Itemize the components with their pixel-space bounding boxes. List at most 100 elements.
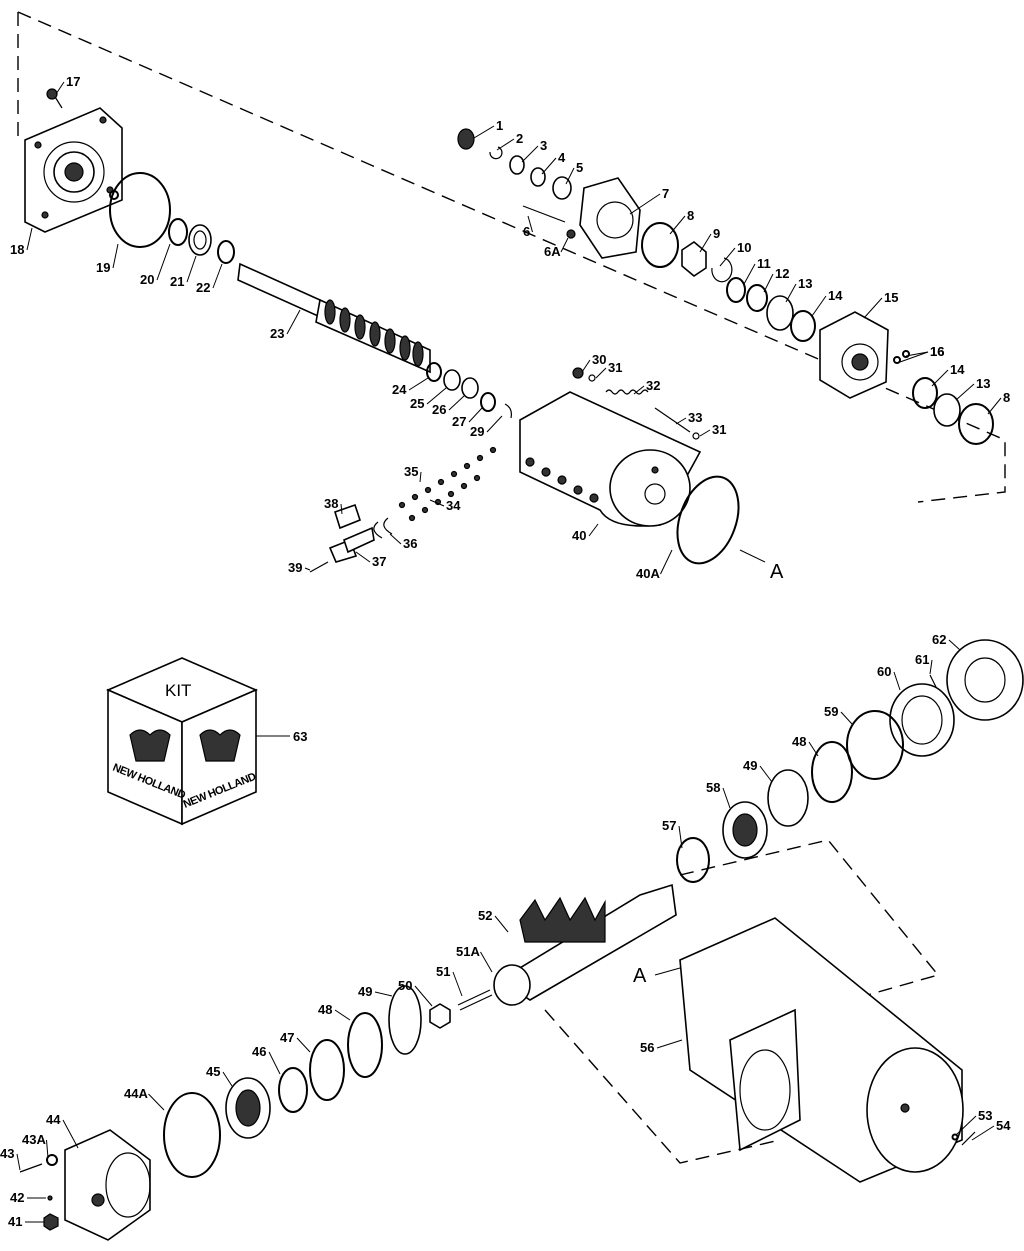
washer-part-31-b[interactable]: [692, 432, 700, 440]
needle-bearing-part-45[interactable]: [225, 1077, 271, 1139]
callout-label-c22: 22: [196, 280, 210, 295]
o-ring-part-16-b[interactable]: [902, 350, 910, 358]
retainer-part-36[interactable]: [373, 517, 393, 539]
stud-part-51[interactable]: [457, 989, 493, 1011]
bearing-part-25[interactable]: [443, 369, 461, 391]
snap-ring-part-29[interactable]: [504, 403, 512, 419]
ring-part-22[interactable]: [217, 240, 235, 264]
callout-leader-c44: [62, 1119, 79, 1149]
snap-ring-part-48-b[interactable]: [347, 1012, 383, 1078]
bolt-part-43[interactable]: [19, 1163, 43, 1173]
ring-part-4[interactable]: [530, 167, 546, 187]
valve-housing-part-15[interactable]: [819, 311, 889, 399]
o-ring-part-8[interactable]: [641, 222, 679, 268]
upper-assembly-boundary: [17, 11, 1006, 503]
callout-leader-c43: [16, 1153, 21, 1171]
callout-label-c41: 41: [8, 1214, 22, 1229]
callout-leader-c51: [452, 971, 463, 997]
washer-part-31[interactable]: [588, 374, 596, 382]
race-part-49[interactable]: [767, 769, 809, 827]
callout-leader-c61: [929, 659, 933, 675]
callout-label-c48b: 48: [792, 734, 806, 749]
ring-part-12[interactable]: [746, 284, 768, 312]
callout-label-c30: 30: [592, 352, 606, 367]
callout-leader-c32: [633, 385, 645, 395]
ring-part-47[interactable]: [309, 1039, 345, 1101]
callout-label-c31a: 31: [608, 360, 622, 375]
end-cover-plate-part-18[interactable]: [24, 107, 123, 233]
callout-label-c21: 21: [170, 274, 184, 289]
nut-part-41[interactable]: [43, 1213, 59, 1231]
ball-nut-part-40[interactable]: [519, 391, 702, 527]
callout-label-c15: 15: [884, 290, 898, 305]
callout-label-c39: 39: [288, 560, 302, 575]
bearing-part-26[interactable]: [461, 377, 479, 399]
callout-leader-c52: [494, 915, 509, 933]
o-ring-part-8-b[interactable]: [958, 403, 994, 445]
callout-leader-c36: [389, 533, 402, 545]
callout-leader-c43a: [46, 1139, 49, 1159]
washer-part-43a[interactable]: [46, 1154, 58, 1166]
washer-part-14[interactable]: [790, 310, 816, 342]
nut-part-9[interactable]: [681, 241, 707, 277]
callout-label-c6a: 6A: [544, 244, 561, 259]
o-ring-part-57[interactable]: [676, 837, 710, 883]
sector-shaft-part-52[interactable]: [493, 883, 677, 1006]
spring-part-32[interactable]: [605, 389, 649, 395]
callout-label-c42: 42: [10, 1190, 24, 1205]
bolt-part-17[interactable]: [46, 88, 63, 109]
plug-part-42[interactable]: [47, 1195, 53, 1201]
balls-part-34-35[interactable]: [398, 446, 497, 522]
bearing-part-21[interactable]: [188, 224, 212, 256]
lock-ring-part-10[interactable]: [711, 257, 733, 283]
callout-label-c51: 51: [436, 964, 450, 979]
screw-part-30[interactable]: [572, 367, 584, 379]
washer-part-53[interactable]: [951, 1133, 959, 1141]
nut-part-50[interactable]: [429, 1003, 451, 1029]
callout-label-c40a: 40A: [636, 566, 660, 581]
bearing-part-13[interactable]: [766, 295, 794, 331]
callout-leader-c60: [893, 671, 901, 691]
clamp-part-37[interactable]: [343, 526, 375, 554]
ring-part-27[interactable]: [480, 392, 496, 412]
housing-part-7[interactable]: [579, 177, 641, 259]
nut-part-6a[interactable]: [566, 229, 576, 239]
screw-part-39[interactable]: [309, 561, 329, 573]
bolt-part-6[interactable]: [522, 205, 566, 223]
cover-part-62[interactable]: [946, 639, 1024, 721]
snap-ring-part-48[interactable]: [811, 741, 853, 803]
ring-part-24[interactable]: [426, 362, 442, 382]
guide-part-38[interactable]: [334, 503, 361, 530]
o-ring-part-46[interactable]: [278, 1067, 308, 1113]
needle-bearing-part-58[interactable]: [722, 801, 768, 859]
gear-housing-part-56[interactable]: [679, 917, 964, 1183]
callout-leader-c20: [156, 243, 171, 281]
guide-part-33[interactable]: [654, 407, 691, 433]
callout-leader-c15: [863, 297, 883, 319]
o-ring-part-59[interactable]: [846, 710, 904, 780]
callout-leader-c39: [304, 567, 311, 571]
callout-leader-c56: [656, 1039, 683, 1049]
large-o-ring-part-19[interactable]: [109, 172, 171, 248]
callout-leader-c34: [429, 499, 445, 507]
screw-part-54[interactable]: [961, 1131, 976, 1146]
callout-leader-c18: [26, 227, 33, 251]
o-ring-part-44a[interactable]: [163, 1092, 221, 1178]
side-cover-part-44[interactable]: [64, 1129, 151, 1241]
seal-part-1[interactable]: [457, 128, 475, 150]
o-ring-part-16-a[interactable]: [893, 356, 901, 364]
callout-label-c23: 23: [270, 326, 284, 341]
snap-ring-part-2[interactable]: [489, 146, 503, 160]
kit-box[interactable]: [105, 657, 259, 826]
race-part-49-b[interactable]: [388, 985, 422, 1055]
callout-leader-c8a: [669, 215, 686, 235]
washer-part-14-b[interactable]: [912, 377, 938, 409]
ring-part-3[interactable]: [509, 155, 525, 175]
ring-part-40a[interactable]: [666, 468, 749, 572]
end-housing-part-60[interactable]: [889, 683, 955, 757]
bearing-part-13-b[interactable]: [933, 393, 961, 427]
worm-shaft-part-23[interactable]: [237, 262, 431, 374]
ring-part-11[interactable]: [726, 277, 746, 303]
callout-leader-c8b: [987, 397, 1002, 415]
ring-part-20[interactable]: [168, 218, 188, 246]
